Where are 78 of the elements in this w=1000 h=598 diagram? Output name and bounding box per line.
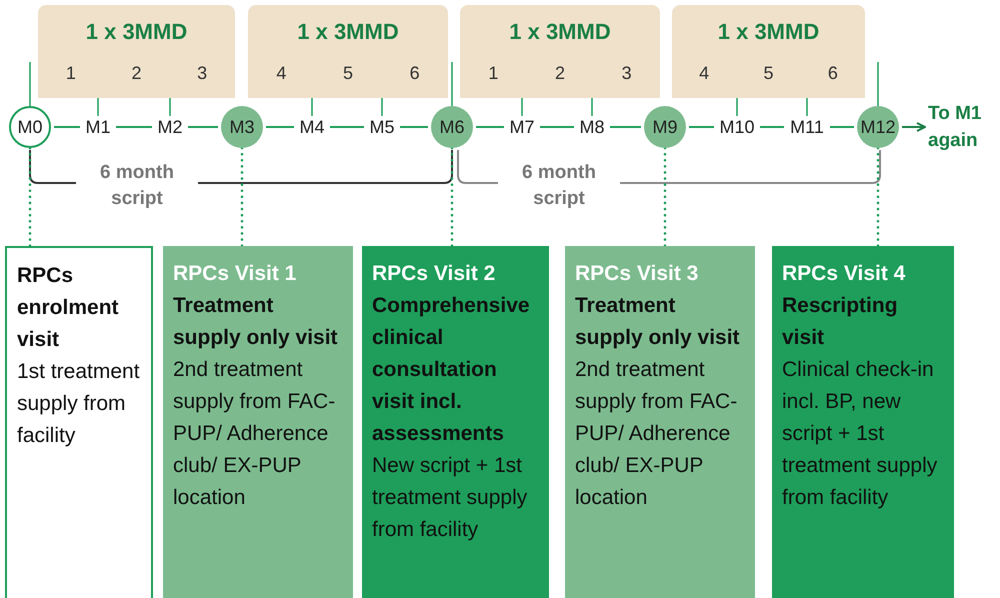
milestone-circle xyxy=(644,106,686,148)
loop-note: To M1 again xyxy=(928,100,994,156)
leader-line xyxy=(876,146,880,248)
month-label: M9 xyxy=(652,116,678,138)
arrow xyxy=(902,122,926,132)
timeline-line xyxy=(330,126,364,128)
month-label: M6 xyxy=(439,116,464,138)
visit-number: RPCs Visit 1 xyxy=(173,261,298,287)
timeline-line xyxy=(54,126,80,128)
milestone-circle xyxy=(431,106,473,148)
timeline-line xyxy=(610,126,641,128)
milestone-circle xyxy=(221,106,263,148)
month-label: M11 xyxy=(787,116,827,138)
band-title: 1 x 3MMD xyxy=(84,19,188,45)
milestone-circle xyxy=(857,106,899,148)
timeline-line xyxy=(266,126,294,128)
period-note: 6 month script xyxy=(99,161,175,211)
month-label: M1 xyxy=(83,116,113,138)
month-label: M8 xyxy=(577,116,607,138)
leader-line xyxy=(28,146,32,248)
month-label: M12 xyxy=(860,116,896,138)
visit-card xyxy=(5,246,153,598)
month-label: M0 xyxy=(17,116,42,138)
leader-line xyxy=(450,146,454,248)
month-label: M2 xyxy=(155,116,185,138)
period-band xyxy=(248,5,448,98)
month-number: 4 xyxy=(275,63,288,84)
visit-description: New script + 1st treatment supply from facility xyxy=(372,453,528,543)
period-band xyxy=(460,5,660,98)
band-title: 1 x 3MMD xyxy=(508,19,612,45)
month-number: 3 xyxy=(196,63,208,84)
timeline-line xyxy=(760,126,784,128)
month-label: M5 xyxy=(367,116,397,138)
visit-description: 2nd treatment supply from FAC-PUP/ Adherence club/ EX-PUP location xyxy=(575,357,738,511)
leader-line xyxy=(240,146,244,248)
month-number: 6 xyxy=(826,63,839,84)
month-number: 5 xyxy=(342,63,354,84)
timeline-line xyxy=(540,126,574,128)
month-number: 1 xyxy=(487,63,500,84)
timeline-line xyxy=(476,126,504,128)
month-number: 4 xyxy=(698,63,710,84)
month-number: 6 xyxy=(408,63,421,84)
visit-card xyxy=(565,246,755,598)
period-band xyxy=(38,5,235,98)
visit-description: 2nd treatment supply from FAC-PUP/ Adherence club/ EX-PUP location xyxy=(173,357,336,511)
period-note: 6 month script xyxy=(521,161,597,211)
month-label: M3 xyxy=(229,116,254,138)
month-number: 2 xyxy=(554,63,566,84)
visit-card xyxy=(362,246,549,598)
period-band xyxy=(672,5,865,98)
visit-card xyxy=(772,246,954,598)
visit-title: RPCs enrolment visit xyxy=(17,263,120,353)
month-number: 3 xyxy=(620,63,633,84)
timeline-line xyxy=(689,126,714,128)
band-title: 1 x 3MMD xyxy=(296,19,400,45)
leader-line xyxy=(664,146,666,248)
visit-title: Treatment supply only visit xyxy=(575,293,741,351)
visit-number: RPCs Visit 2 xyxy=(372,261,496,287)
visit-number: RPCs Visit 3 xyxy=(575,261,700,287)
timeline-line xyxy=(188,126,218,128)
visit-card xyxy=(163,246,353,598)
month-number: 1 xyxy=(64,63,77,84)
timeline-line xyxy=(400,126,428,128)
month-number: 5 xyxy=(762,63,774,84)
visit-title: Comprehensive clinical consultation visit incl. assessments xyxy=(372,293,531,447)
visit-description: 1st treatment supply from facility xyxy=(17,359,141,449)
timeline-line xyxy=(116,126,152,128)
month-label: M7 xyxy=(507,116,537,138)
band-title: 1 x 3MMD xyxy=(716,19,820,45)
milestone-circle xyxy=(9,106,51,148)
timeline-line xyxy=(830,126,854,128)
visit-description: Clinical check-in incl. BP, new script + 1st treatment supply from facility xyxy=(782,357,938,511)
month-label: M10 xyxy=(717,116,757,138)
visit-number: RPCs Visit 4 xyxy=(782,261,906,287)
visit-title: Rescripting visit xyxy=(782,293,899,351)
month-number: 2 xyxy=(130,63,142,84)
month-label: M4 xyxy=(297,116,327,138)
visit-title: Treatment supply only visit xyxy=(173,293,339,351)
